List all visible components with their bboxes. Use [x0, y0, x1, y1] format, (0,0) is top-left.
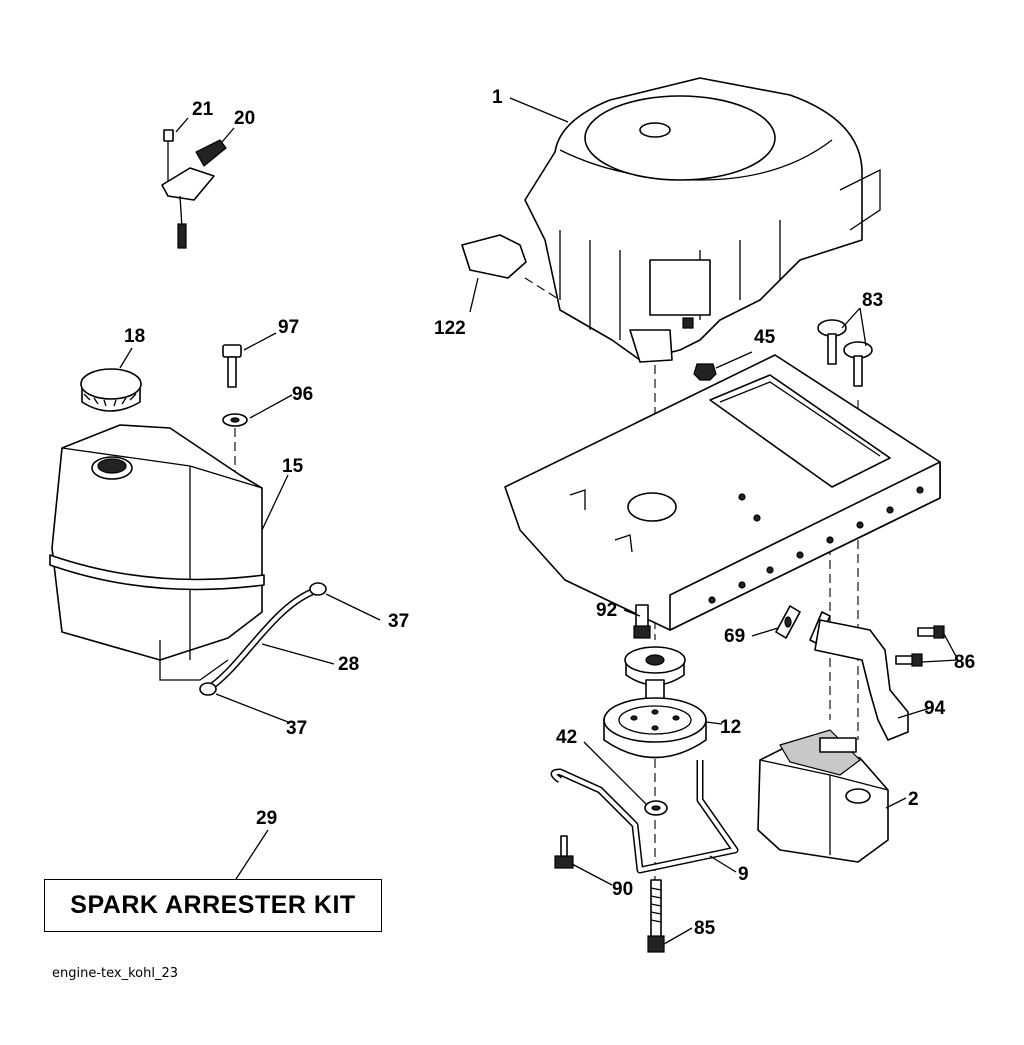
- diagram-caption: engine-tex_kohl_23: [52, 966, 179, 981]
- engine-nut: [693, 363, 717, 381]
- spark-arrester-kit-label: SPARK ARRESTER KIT: [70, 891, 356, 919]
- throttle-control-assembly: [161, 129, 227, 249]
- label-20: 20: [234, 108, 255, 129]
- label-12: 12: [720, 717, 741, 738]
- tank-bolt: [222, 344, 242, 388]
- label-18: 18: [124, 326, 145, 347]
- belt-guide-bracket: [550, 760, 739, 874]
- engine-heat-shield: [461, 234, 527, 279]
- label-37-upper: 37: [388, 611, 409, 632]
- muffler: [757, 729, 889, 863]
- tank-washer: [222, 413, 248, 427]
- fuel-cap: [80, 368, 142, 412]
- label-45: 45: [754, 327, 776, 348]
- label-90: 90: [612, 879, 633, 900]
- pulley-washer: [644, 800, 668, 816]
- label-9: 9: [738, 864, 749, 885]
- pulley-bolt-upper: [633, 604, 651, 639]
- label-86: 86: [954, 652, 975, 673]
- label-122: 122: [434, 318, 466, 339]
- mounting-bolt-1: [817, 319, 847, 365]
- label-94: 94: [924, 698, 946, 719]
- hose-clamp-lower: [199, 682, 217, 696]
- mounting-bolt-2: [843, 341, 873, 387]
- exhaust-screw-2: [895, 653, 923, 667]
- label-83: 83: [862, 290, 883, 311]
- hose-clamp-upper: [309, 582, 327, 596]
- exhaust-gasket-1: [775, 605, 801, 639]
- label-2: 2: [908, 789, 919, 810]
- exhaust-screw-1: [917, 625, 945, 639]
- fuel-tank: [49, 424, 265, 681]
- label-15: 15: [282, 456, 304, 477]
- exhaust-pipe: [814, 619, 909, 741]
- engine-pulley: [603, 646, 707, 759]
- label-28: 28: [338, 654, 359, 675]
- label-42: 42: [556, 727, 577, 748]
- label-92: 92: [596, 600, 617, 621]
- bracket-bolt: [554, 835, 574, 869]
- spark-arrester-kit-box: SPARK ARRESTER KIT: [44, 879, 382, 932]
- fuel-line: [204, 588, 314, 694]
- pulley-bolt-long: [647, 879, 665, 953]
- engine: [524, 77, 881, 363]
- label-69: 69: [724, 626, 745, 647]
- label-21: 21: [192, 99, 214, 120]
- label-29: 29: [256, 808, 277, 829]
- label-1: 1: [492, 87, 503, 108]
- label-37-lower: 37: [286, 718, 307, 739]
- engine-mounting-plate: [504, 354, 941, 631]
- leader-lines: [119, 97, 959, 945]
- label-96: 96: [292, 384, 313, 405]
- label-97: 97: [278, 317, 299, 338]
- label-85: 85: [694, 918, 716, 939]
- callout-labels: 1 122 21 20 18 97 96 15 37 28 37 45 83 9…: [124, 87, 975, 939]
